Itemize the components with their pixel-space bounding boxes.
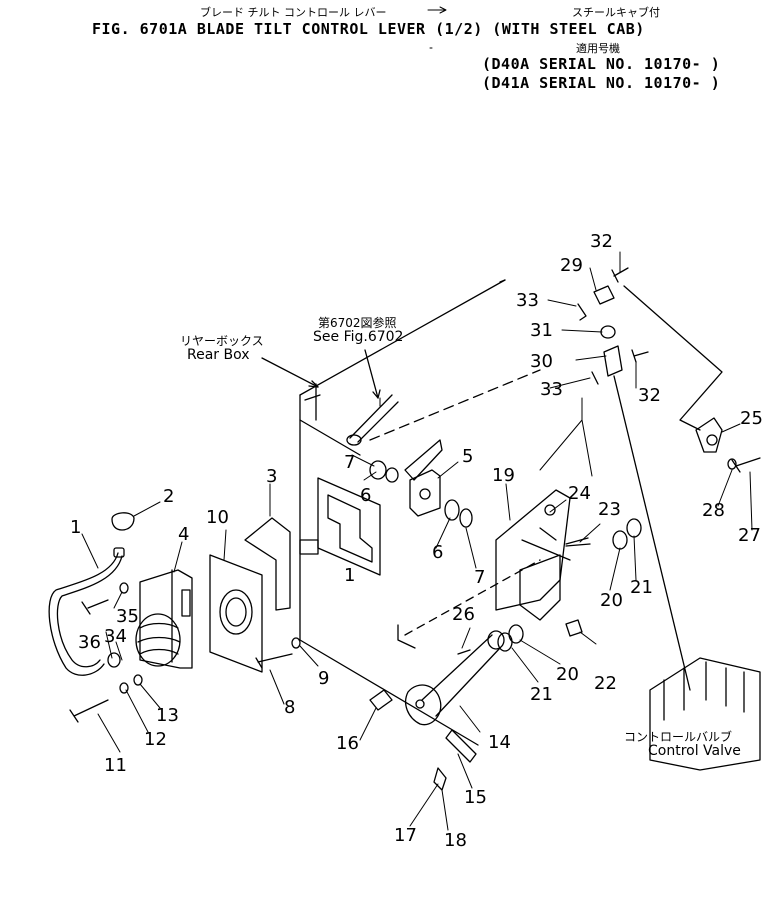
- part-label-23: 23: [598, 499, 621, 520]
- part-label-18: 18: [444, 830, 467, 851]
- part-label-1-b: 1: [344, 565, 355, 586]
- part-label-6-b: 6: [432, 542, 443, 563]
- part-label-12: 12: [144, 729, 167, 750]
- part-label-7-b: 7: [474, 567, 485, 588]
- cab-japanese: スチールキャブ付: [572, 6, 660, 19]
- part-10-plate: [209, 554, 263, 673]
- part-label-22: 22: [594, 673, 617, 694]
- part-label-33: 33: [516, 290, 539, 311]
- part-label-6: 6: [360, 485, 371, 506]
- see-fig-label: See Fig.6702: [313, 329, 404, 345]
- part-label-16: 16: [336, 733, 359, 754]
- gate-plate: [317, 477, 381, 576]
- serial-line-1: (D40A SERIAL NO. 10170- ): [482, 55, 721, 73]
- part-label-9: 9: [318, 668, 329, 689]
- part-label-27: 27: [738, 525, 761, 546]
- part-label-35: 35: [116, 606, 139, 627]
- part-label-14: 14: [488, 732, 511, 753]
- part-label-8: 8: [284, 697, 295, 718]
- part-label-10: 10: [206, 507, 229, 528]
- control-valve-label-jp: コントロールバルブ: [624, 730, 733, 744]
- part-15-pin: [445, 729, 477, 763]
- part-label-3: 3: [266, 466, 277, 487]
- part-label-20: 20: [600, 590, 623, 611]
- figure-title: FIG. 6701A BLADE TILT CONTROL LEVER (1/2…: [92, 20, 645, 38]
- part-label-32: 32: [590, 231, 613, 252]
- part-label-11: 11: [104, 755, 127, 776]
- part-label-20-b: 20: [556, 664, 579, 685]
- part-1-hose: [48, 547, 125, 676]
- part-4-boot: [135, 569, 193, 669]
- part-label-33-b: 33: [540, 379, 563, 400]
- part-3-bracket: [244, 517, 291, 611]
- part-label-32-b: 32: [638, 385, 661, 406]
- part-label-2: 2: [163, 486, 174, 507]
- serial-line-2: (D41A SERIAL NO. 10170- ): [482, 74, 721, 92]
- part-label-17: 17: [394, 825, 417, 846]
- part-label-15: 15: [464, 787, 487, 808]
- lever-stub: [299, 539, 319, 555]
- part-label-28: 28: [702, 500, 725, 521]
- part-19-bracket: [495, 489, 571, 621]
- part-label-34: 34: [104, 626, 127, 647]
- part-5-block: [409, 469, 441, 517]
- part-label-29: 29: [560, 255, 583, 276]
- part-label-5: 5: [462, 446, 473, 467]
- rear-box-label: Rear Box: [187, 347, 250, 363]
- part-label-26: 26: [452, 604, 475, 625]
- part-label-25: 25: [740, 408, 763, 429]
- control-valve-label: Control Valve: [648, 743, 741, 759]
- title-japanese: ブレード チルト コントロール レバー: [200, 6, 387, 19]
- see-fig-label-jp: 第6702図参照: [318, 316, 397, 330]
- part-label-31: 31: [530, 320, 553, 341]
- part-label-4: 4: [178, 524, 189, 545]
- part-2-cap: [111, 512, 135, 531]
- part-label-24: 24: [568, 483, 591, 504]
- part-label-19: 19: [492, 465, 515, 486]
- rear-box-outline: [299, 279, 541, 746]
- part-label-21-b: 21: [530, 684, 553, 705]
- part-14-shaft: [405, 630, 505, 726]
- serial-japanese: 適用号機: [576, 42, 620, 55]
- rear-box-label-jp: リヤーボックス: [180, 334, 264, 348]
- part-label-21: 21: [630, 577, 653, 598]
- part-label-13: 13: [156, 705, 179, 726]
- part-label-30: 30: [530, 351, 553, 372]
- control-valve-sketch: [649, 657, 761, 771]
- part-label-1: 1: [70, 517, 81, 538]
- part-label-36: 36: [78, 632, 101, 653]
- part-label-7: 7: [344, 452, 355, 473]
- leader-lines: [81, 251, 753, 831]
